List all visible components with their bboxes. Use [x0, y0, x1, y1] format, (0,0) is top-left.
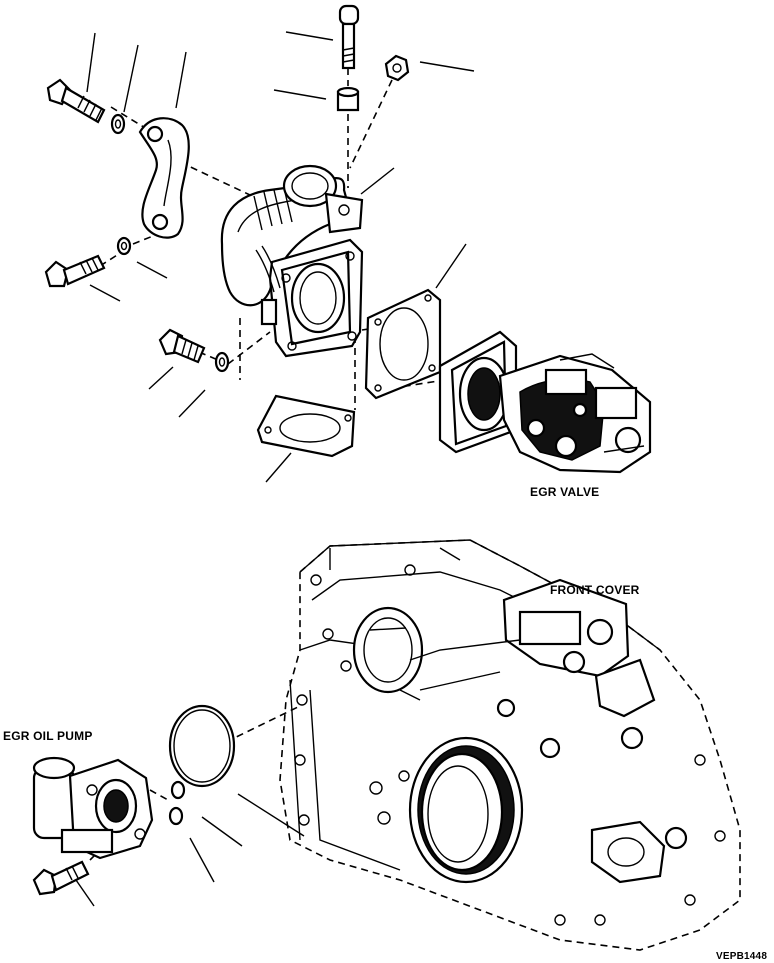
- hex-bolt-pump: [32, 860, 90, 896]
- stud-bolt: [158, 328, 206, 364]
- assembly-dash-lines-top: [99, 68, 446, 410]
- spacer-collar: [336, 86, 360, 112]
- hex-bolt-middle-left: [44, 254, 106, 288]
- egr-oil-pump-label: EGR OIL PUMP: [3, 729, 93, 743]
- front-cover-label: FRONT COVER: [550, 583, 640, 597]
- egr-pipe-assembly: [220, 164, 364, 358]
- gasket-lower: [256, 394, 356, 458]
- hex-nut: [384, 54, 410, 82]
- egr-valve: [438, 330, 652, 474]
- o-ring-small-upper: [170, 780, 186, 800]
- egr-oil-pump: [32, 756, 154, 860]
- clamp-bracket: [138, 117, 190, 239]
- gasket-large: [364, 288, 442, 400]
- o-ring-small-lower: [168, 806, 184, 826]
- leader-lines-bottom: [75, 793, 305, 907]
- o-ring-large: [168, 704, 236, 788]
- front-cover: [279, 539, 741, 951]
- leader-lines-top: [86, 31, 475, 483]
- egr-valve-label: EGR VALVE: [530, 485, 600, 499]
- assembly-dash-lines-bottom: [89, 705, 301, 861]
- top-screw: [338, 4, 360, 70]
- drawing-id-label: VEPB1448: [716, 951, 768, 962]
- washer-stud: [214, 351, 230, 373]
- hex-bolt-upper-left: [46, 78, 106, 124]
- washer-middle-left: [116, 236, 132, 256]
- washer-upper-left: [110, 113, 126, 135]
